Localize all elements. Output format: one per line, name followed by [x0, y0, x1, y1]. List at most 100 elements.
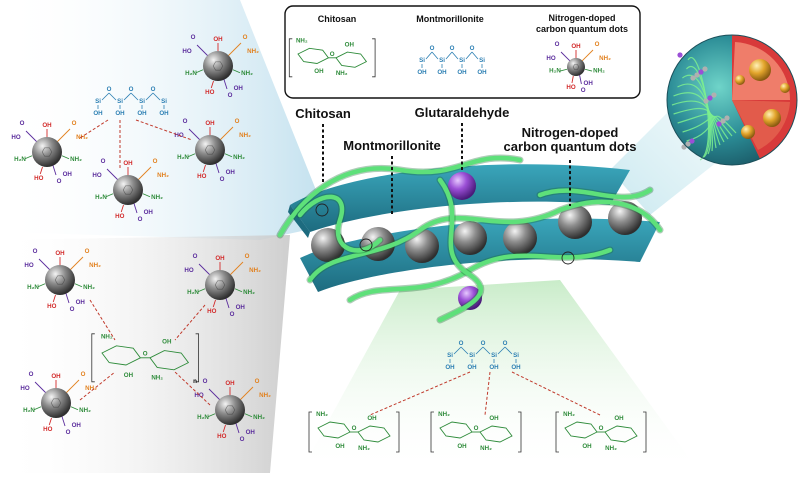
embedded-particle: [707, 95, 713, 101]
amine-label: NH₂: [593, 67, 605, 74]
bond-line: [65, 293, 70, 304]
hydrogen-bond-line: [511, 371, 601, 416]
hydroxyl-label: OH: [213, 36, 223, 43]
bond-line: [138, 166, 152, 180]
amine-label: NH₂: [316, 411, 328, 418]
interaction-site-marker: [561, 251, 575, 265]
chitosan-chain: [437, 177, 483, 323]
quantum-dot-core: [45, 265, 75, 295]
bracket-right: [195, 333, 199, 383]
chitosan-chain: [537, 187, 653, 200]
amine-label: NH₂: [233, 154, 245, 161]
hydrogen-bond-line: [174, 371, 211, 406]
amine-label: NH₂: [253, 414, 265, 421]
amine-label: NH₂: [83, 284, 95, 291]
graphitic-lattice-icon: [54, 275, 66, 285]
silicon-label: Si: [95, 98, 101, 105]
glucosamine-ring: [357, 425, 391, 443]
hydrogen-bond-line: [79, 119, 109, 139]
bond-line: [225, 298, 230, 309]
bond-line: [460, 346, 469, 355]
carboxyl-ho-label: HO: [11, 134, 20, 141]
amine-label: NH₂: [241, 70, 253, 77]
oxygen-label: O: [503, 340, 508, 347]
hydroxyl-label: HO: [566, 84, 575, 91]
silanol-label: OH: [445, 364, 455, 371]
bond-line: [202, 164, 206, 173]
amine-label: NH₂: [79, 407, 91, 414]
carboxyl-o-label: O: [228, 92, 233, 99]
carboxyl-ho-label: HO: [20, 385, 29, 392]
hydroxyl-label: OH: [51, 373, 61, 380]
bracket-left: [430, 411, 434, 453]
hydroxyl-label: HO: [47, 303, 56, 310]
hydroxyl-label: HO: [217, 433, 226, 440]
label-glutaraldehyde: Glutaraldehyde: [415, 105, 510, 120]
quantum-dot-core: [203, 51, 233, 81]
bond-line: [70, 256, 84, 270]
graphitic-lattice-icon: [50, 398, 62, 408]
hydrogen-bond-line: [369, 371, 471, 416]
carboxyl-o-label: O: [230, 311, 235, 318]
bond-line: [130, 92, 139, 101]
bond-line: [431, 51, 439, 60]
bond-line: [198, 263, 210, 275]
carboxyl-oh-label: OH: [76, 299, 86, 306]
carboxyl-ho-label: HO: [182, 48, 191, 55]
oxygen-label: O: [129, 86, 134, 93]
silicon-label: Si: [447, 352, 453, 359]
glutaraldehyde-sphere: [458, 286, 482, 310]
quantum-dot-core: [567, 58, 585, 76]
amine-label: NH₂: [101, 334, 113, 341]
silanol-label: OH: [115, 110, 125, 117]
carboxyl-o-label: O: [203, 378, 208, 385]
carboxyl-o-label: O: [555, 41, 560, 48]
amide-o-label: O: [255, 378, 260, 385]
carboxyl-ho-label: HO: [194, 392, 203, 399]
carboxyl-ho-label: HO: [184, 267, 193, 274]
silicon-label: Si: [479, 57, 485, 64]
bond-line: [197, 288, 206, 293]
chitosan-network-strand: [671, 100, 721, 146]
bond-line: [425, 51, 433, 60]
hydroxyl-label: OH: [345, 41, 355, 48]
amide-o-label: O: [85, 248, 90, 255]
carboxyl-oh-label: OH: [226, 169, 236, 176]
embedded-particle: [685, 141, 691, 147]
silanol-label: OH: [93, 110, 103, 117]
bond-line: [445, 51, 453, 60]
hydroxyl-label: OH: [162, 338, 172, 345]
label-montmorillonite: Montmorillonite: [343, 138, 441, 153]
carboxyl-o-label: O: [29, 371, 34, 378]
microsphere-outline: [666, 34, 798, 166]
chitosan-network-strand: [673, 107, 725, 143]
amine-label: NH₂: [563, 411, 575, 418]
carbon-quantum-dot-sphere: [405, 229, 439, 263]
legend-montmorillonite-title: Montmorillonite: [416, 14, 484, 24]
hydroxyl-label: OH: [124, 372, 134, 379]
bond-line: [142, 193, 151, 198]
hydroxyl-label: OH: [614, 415, 624, 422]
bond-line: [207, 413, 216, 418]
embedded-particle: [711, 92, 717, 98]
amide-nh2-label: NH₂: [76, 134, 88, 141]
legend-frame: [284, 5, 641, 99]
bond-line: [101, 92, 110, 101]
amine-label: H₂N: [95, 194, 107, 201]
chitosan-chain: [307, 199, 663, 283]
chitosan-network-strand: [686, 115, 737, 142]
bond-line: [475, 346, 484, 355]
silanol-label: OH: [457, 69, 467, 76]
carboxyl-o-label: O: [20, 120, 25, 127]
carboxyl-o-label: O: [191, 34, 196, 41]
embedded-particle: [724, 115, 730, 121]
oxygen-label: O: [352, 425, 357, 432]
